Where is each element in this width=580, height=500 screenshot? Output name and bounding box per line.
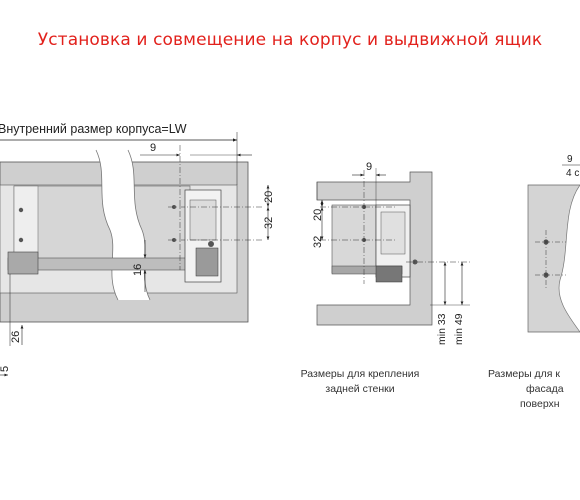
- dim-20: 20: [263, 191, 275, 203]
- mid-dim-32: 32: [312, 236, 324, 248]
- dim-min49: min 49: [453, 313, 465, 345]
- dim-5: 5: [0, 366, 11, 372]
- mid-dim-9: 9: [366, 161, 372, 173]
- dim-26: 26: [10, 331, 22, 343]
- front-caption: Размеры для к фасада поверхн: [488, 368, 564, 410]
- drawer-side-panel: [331, 204, 377, 274]
- left-dimensions: Внутренний размер корпуса=LW 9 20 32 16 …: [0, 122, 275, 377]
- frac-bottom: 4 c: [566, 168, 579, 179]
- dim-16: 16: [132, 264, 144, 276]
- lw-label: Внутренний размер корпуса=LW: [0, 122, 187, 136]
- frac-top: 9: [567, 154, 573, 165]
- dim-min33: min 33: [436, 313, 448, 345]
- middle-dimensions: 9 20 32 min 33 min 49: [312, 161, 470, 345]
- drawer-front-detail: 9 4 c: [527, 154, 580, 333]
- page-title: Установка и совмещение на корпус и выдви…: [37, 30, 543, 50]
- rear-wall-caption: Размеры для крепления задней стенки: [300, 368, 420, 395]
- dim-32: 32: [263, 217, 275, 229]
- runner-front-clip: [7, 251, 39, 275]
- cabinet-front-view: [0, 145, 262, 323]
- rear-wall-detail: [316, 170, 470, 326]
- dim-9: 9: [150, 142, 156, 154]
